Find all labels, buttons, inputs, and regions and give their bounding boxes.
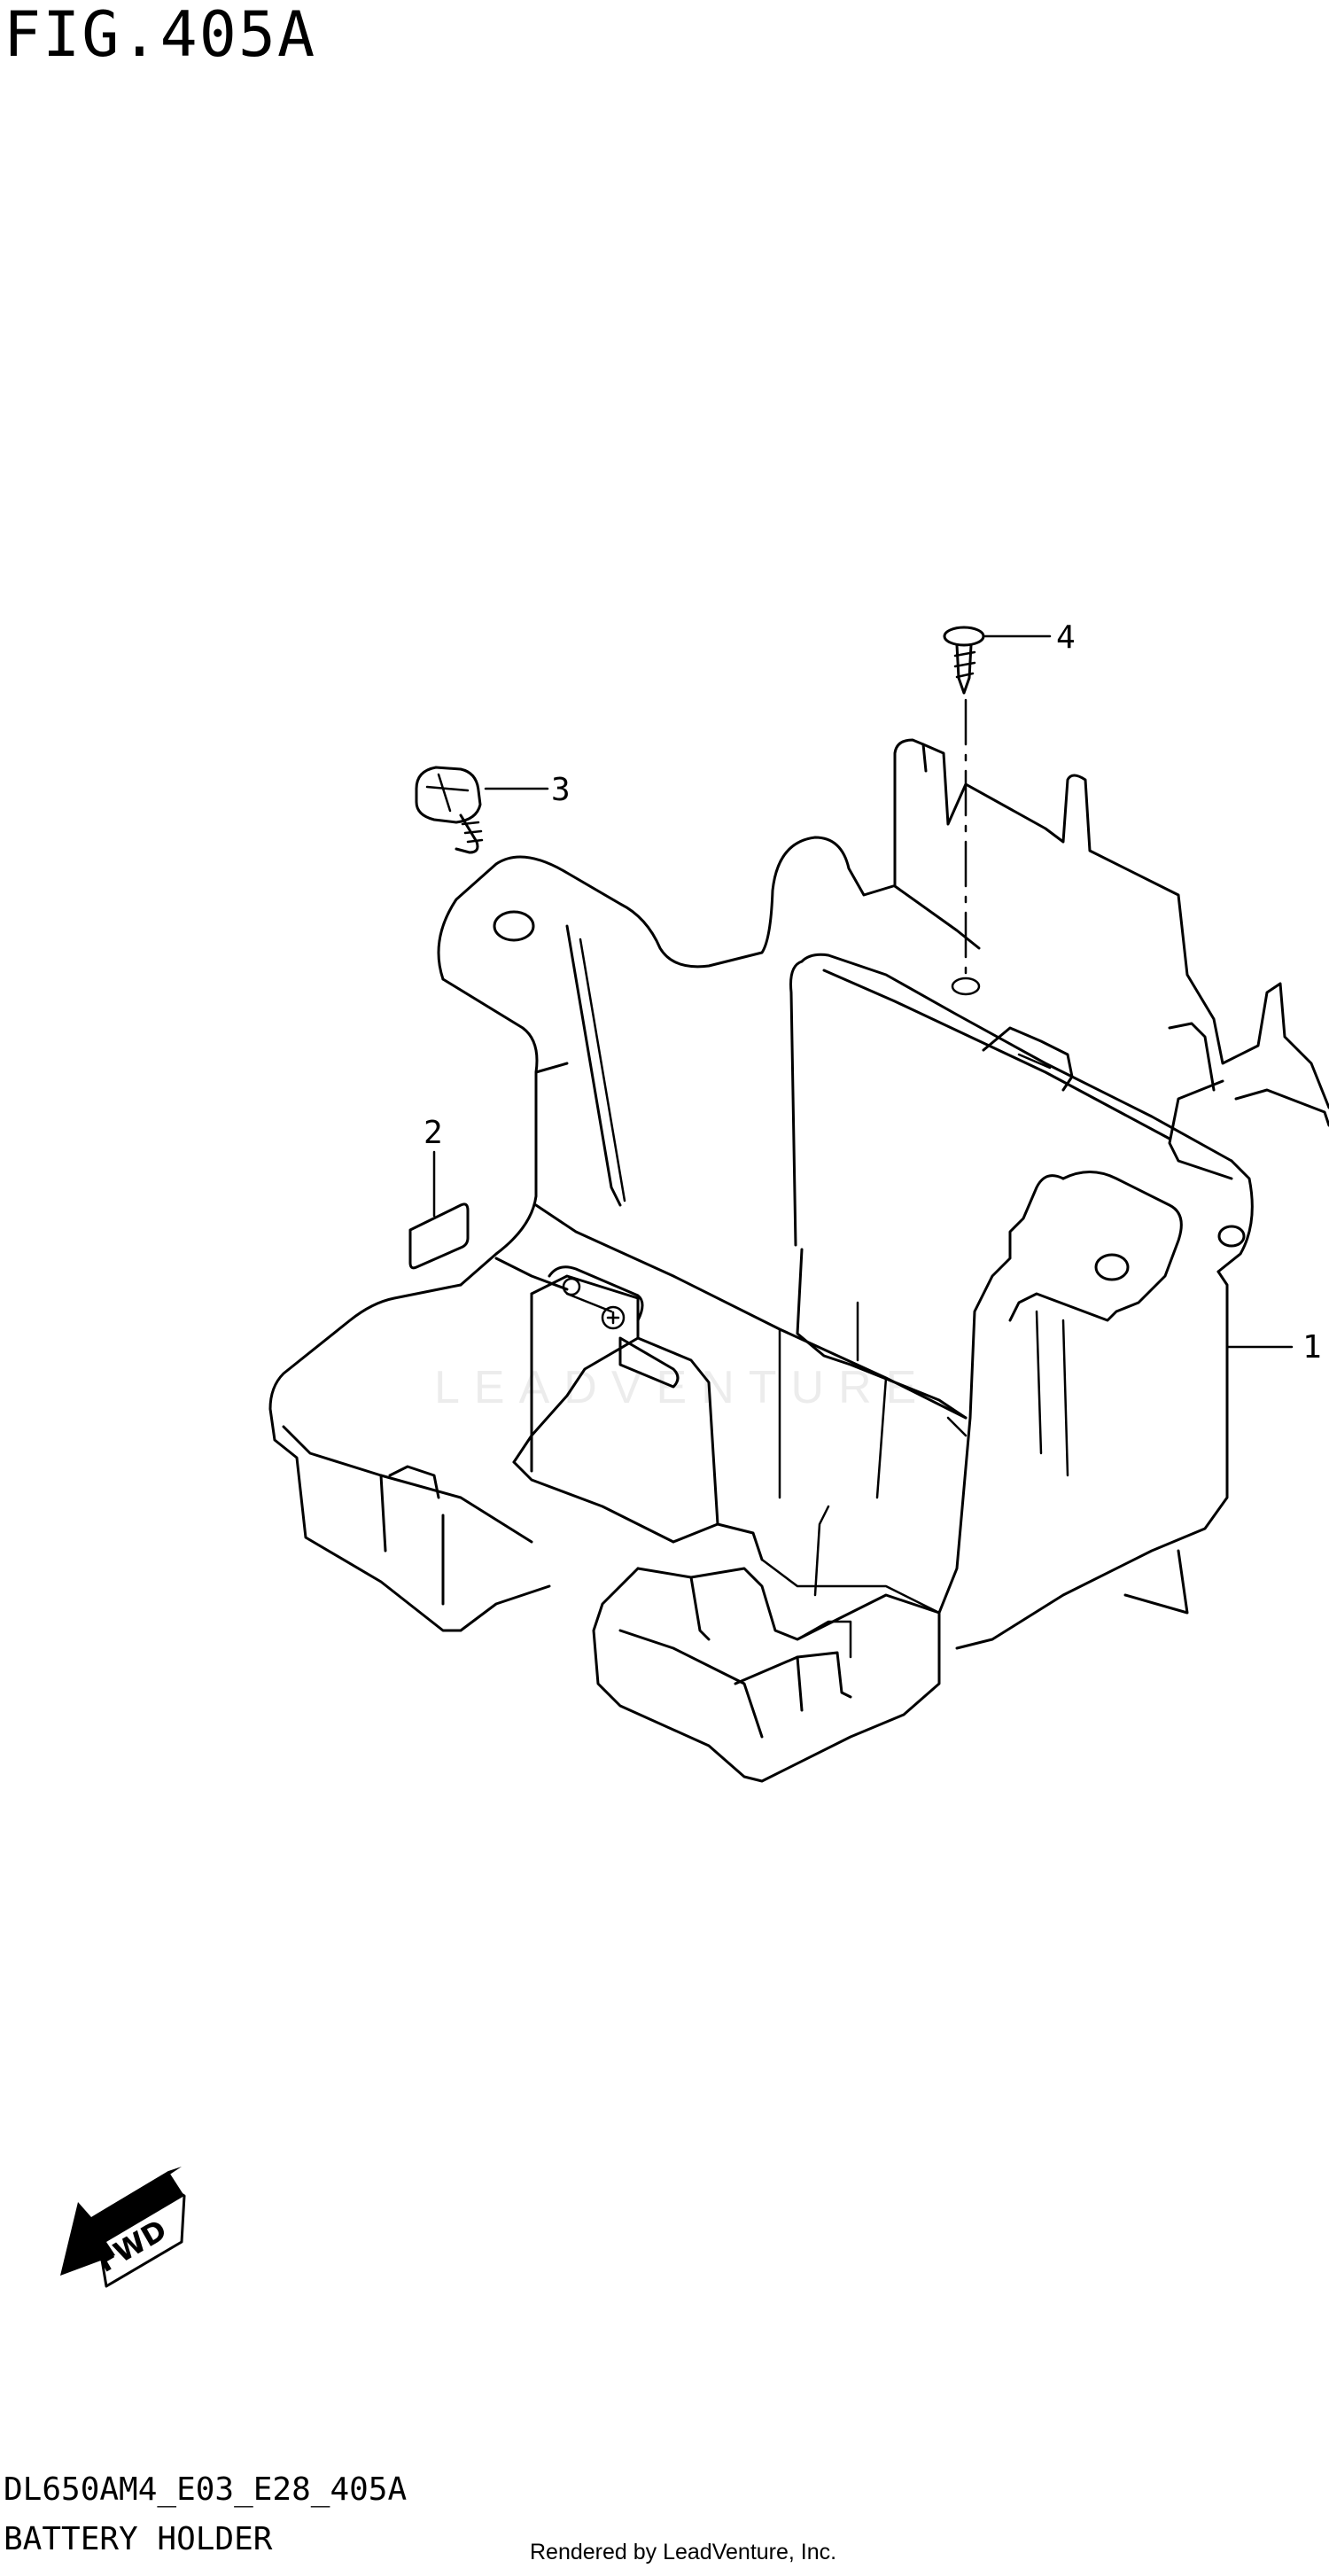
callout-3: 3 <box>551 772 571 808</box>
model-code: DL650AM4_E03_E28_405A <box>4 2471 408 2508</box>
fwd-arrow-icon: FWD <box>60 2167 186 2288</box>
page-title: BATTERY HOLDER <box>4 2521 273 2557</box>
label-part-drawing <box>408 1150 470 1270</box>
figure-title: FIG.405A <box>4 0 317 71</box>
callout-1: 1 <box>1302 1329 1322 1366</box>
callout-4: 4 <box>1056 619 1076 656</box>
bolt-part-drawing <box>415 766 549 854</box>
callout-2: 2 <box>424 1115 443 1151</box>
credit-text: Rendered by LeadVenture, Inc. <box>530 2540 837 2564</box>
battery-holder-drawing <box>268 698 1329 1783</box>
screw-part-drawing <box>943 626 1052 695</box>
